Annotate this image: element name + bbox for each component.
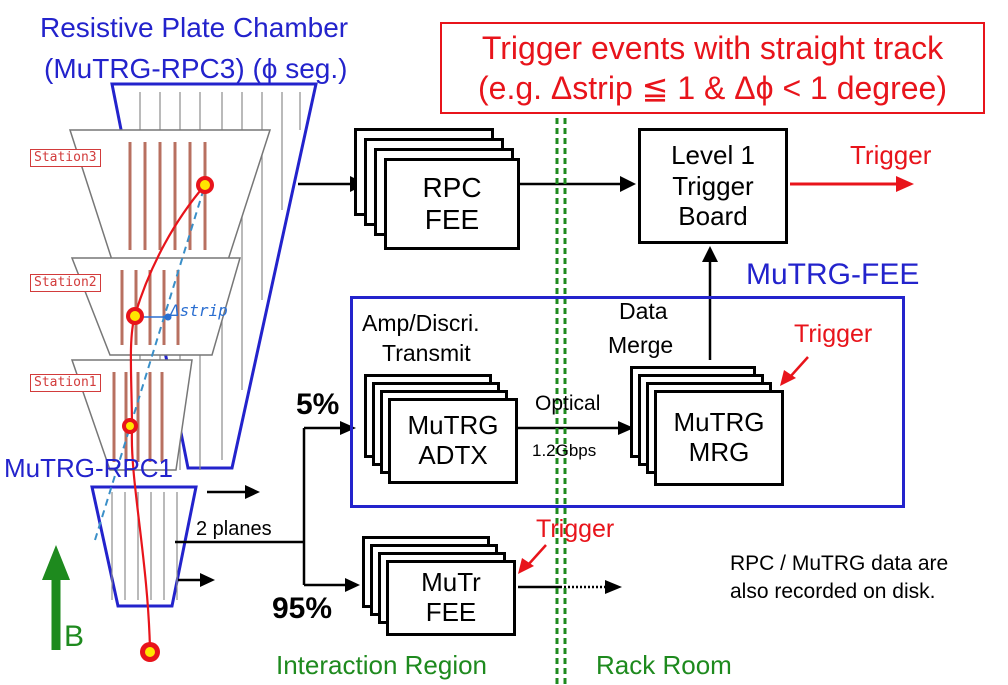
b-field-arrow: [42, 545, 70, 650]
mrg-line2: MRG: [688, 437, 750, 467]
rpc-fee-line2: FEE: [424, 204, 480, 235]
mrg-line1: MuTRG: [673, 407, 765, 438]
note-line1: RPC / MuTRG data are: [730, 552, 949, 575]
callout-line1: Trigger events with straight track: [481, 30, 944, 66]
merge-label: Merge: [608, 332, 674, 358]
rpc3-title-line1: Resistive Plate Chamber: [40, 12, 349, 43]
adtx-line2: ADTX: [418, 440, 488, 470]
trigger-out-label: Trigger: [850, 140, 932, 170]
mutr-line2: FEE: [425, 597, 477, 627]
adtx-line1: MuTRG: [407, 410, 499, 441]
rpc1-outline: [90, 485, 198, 608]
track-straight: [94, 184, 206, 541]
rack-room-label: Rack Room: [596, 650, 732, 680]
delta-strip-dot: [164, 313, 172, 321]
mutr-line1: MuTr: [421, 567, 481, 598]
delta-strip-label: Δstrip: [170, 301, 228, 320]
optical-label: Optical: [535, 392, 601, 415]
level1-line3: Board: [678, 201, 748, 232]
trigger-mutr-head: [518, 558, 534, 574]
trigger-mutr-label: Trigger: [536, 515, 615, 543]
station2-outline: [70, 257, 241, 356]
gbps-label: 1.2Gbps: [532, 441, 597, 460]
trigger-mutr-pointer: [527, 544, 547, 566]
station2-label: Station2: [30, 274, 101, 293]
data-label: Data: [619, 298, 668, 324]
region-divider: [555, 118, 567, 685]
interaction-region-label: Interaction Region: [276, 650, 488, 680]
callout-line2: (e.g. Δstrip ≦ 1 & Δϕ < 1 degree): [477, 70, 947, 106]
connection-lines: [175, 182, 712, 589]
rpc-fee-line1: RPC: [422, 171, 482, 203]
station1-strips: [112, 372, 164, 462]
level1-trigger-board: Level 1 Trigger Board: [638, 128, 788, 244]
trigger-out-head: [896, 176, 914, 192]
hit-burst: [122, 176, 214, 662]
note-line2: also recorded on disk.: [730, 580, 936, 603]
trigger-condition-callout: Trigger events with straight track (e.g.…: [440, 22, 985, 114]
two-planes-label: 2 planes: [196, 518, 272, 540]
level1-line2: Trigger: [672, 170, 754, 201]
station3-label: Station3: [30, 149, 101, 168]
b-field-label: B: [64, 620, 85, 653]
rpc3-title-line2: (MuTRG-RPC3) (ϕ seg.): [44, 53, 348, 84]
station3-strips: [128, 142, 207, 250]
rpc1-label: MuTRG-RPC1: [4, 453, 174, 483]
five-percent-label: 5%: [296, 388, 340, 421]
trigger-mrg-label: Trigger: [794, 320, 873, 348]
amp-discri-label: Amp/Discri.: [362, 310, 480, 336]
track-curve: [129, 184, 206, 651]
station1-label: Station1: [30, 374, 101, 393]
trigger-mrg-pointer: [789, 356, 809, 378]
mutrg-fee-box: [350, 296, 905, 508]
level1-line1: Level 1: [671, 139, 755, 170]
mutrg-fee-label: MuTRG-FEE: [746, 258, 920, 291]
transmit-label: Transmit: [382, 340, 471, 366]
trigger-mrg-head: [780, 370, 796, 386]
rpc1-strips: [111, 492, 178, 600]
ninety-five-percent-label: 95%: [272, 592, 333, 625]
